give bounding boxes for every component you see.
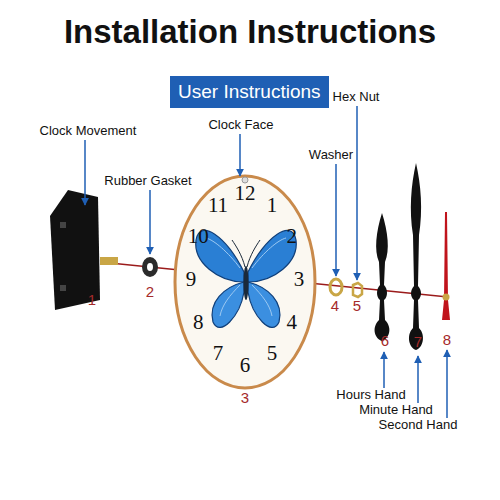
leader-line — [84, 140, 86, 205]
clock-movement — [50, 190, 100, 310]
page-title: Installation Instructions — [64, 14, 436, 50]
part-name: Clock Face — [208, 118, 273, 132]
callout-number: 4 — [331, 298, 339, 315]
dial-numeral: 5 — [267, 343, 278, 366]
rubber-gasket — [142, 257, 158, 277]
second-hand — [442, 212, 450, 320]
dial-numeral: 3 — [294, 268, 305, 291]
dial-numeral: 1 — [267, 194, 278, 217]
movement-shaft — [100, 257, 118, 265]
dial-numeral: 8 — [193, 311, 204, 334]
leader-line — [446, 350, 448, 418]
movement-detail — [60, 285, 66, 291]
butterfly-veins — [206, 238, 286, 316]
part-name: Hex Nut — [333, 90, 380, 104]
callout-number: 6 — [381, 333, 389, 350]
heading-box: User Instructions — [170, 76, 329, 108]
part-name: Rubber Gasket — [104, 174, 191, 188]
dial-numeral: 4 — [287, 311, 298, 334]
minute-hand — [409, 163, 423, 350]
leader-line — [383, 352, 385, 388]
movement-detail — [60, 222, 66, 228]
clock-face — [175, 176, 315, 388]
part-name: Second Hand — [379, 418, 458, 432]
part-name: Hours Hand — [336, 388, 405, 402]
butterfly-body — [244, 266, 249, 300]
leader-line — [356, 106, 358, 280]
hours-hand — [375, 213, 390, 341]
callout-number: 2 — [146, 284, 154, 301]
gasket-hole — [147, 263, 153, 271]
hex-nut — [353, 283, 362, 297]
dial-numeral: 2 — [287, 225, 298, 248]
dial-numeral: 12 — [235, 182, 256, 205]
butterfly-antenna — [232, 240, 260, 267]
leader-line — [149, 190, 151, 254]
box-label: User Instructions — [178, 82, 321, 103]
washer — [330, 279, 342, 295]
dial-numeral: 10 — [188, 225, 209, 248]
butterfly-wing — [248, 282, 280, 327]
leader-line — [417, 356, 419, 403]
dial-numeral: 9 — [186, 268, 197, 291]
leader-line — [335, 164, 337, 276]
callout-number: 3 — [241, 390, 249, 407]
second-hand-cap — [443, 294, 450, 301]
callout-number: 7 — [414, 334, 422, 351]
dial-numeral: 7 — [213, 343, 224, 366]
dial-numeral: 6 — [240, 354, 251, 377]
callout-number: 5 — [353, 298, 361, 315]
butterfly-wing — [212, 282, 244, 327]
leader-line — [239, 134, 241, 176]
part-name: Clock Movement — [40, 124, 137, 138]
callout-number: 1 — [88, 292, 96, 309]
part-name: Washer — [309, 148, 353, 162]
callout-number: 8 — [443, 332, 451, 349]
part-name: Minute Hand — [359, 403, 433, 417]
dial-numeral: 11 — [208, 194, 228, 217]
